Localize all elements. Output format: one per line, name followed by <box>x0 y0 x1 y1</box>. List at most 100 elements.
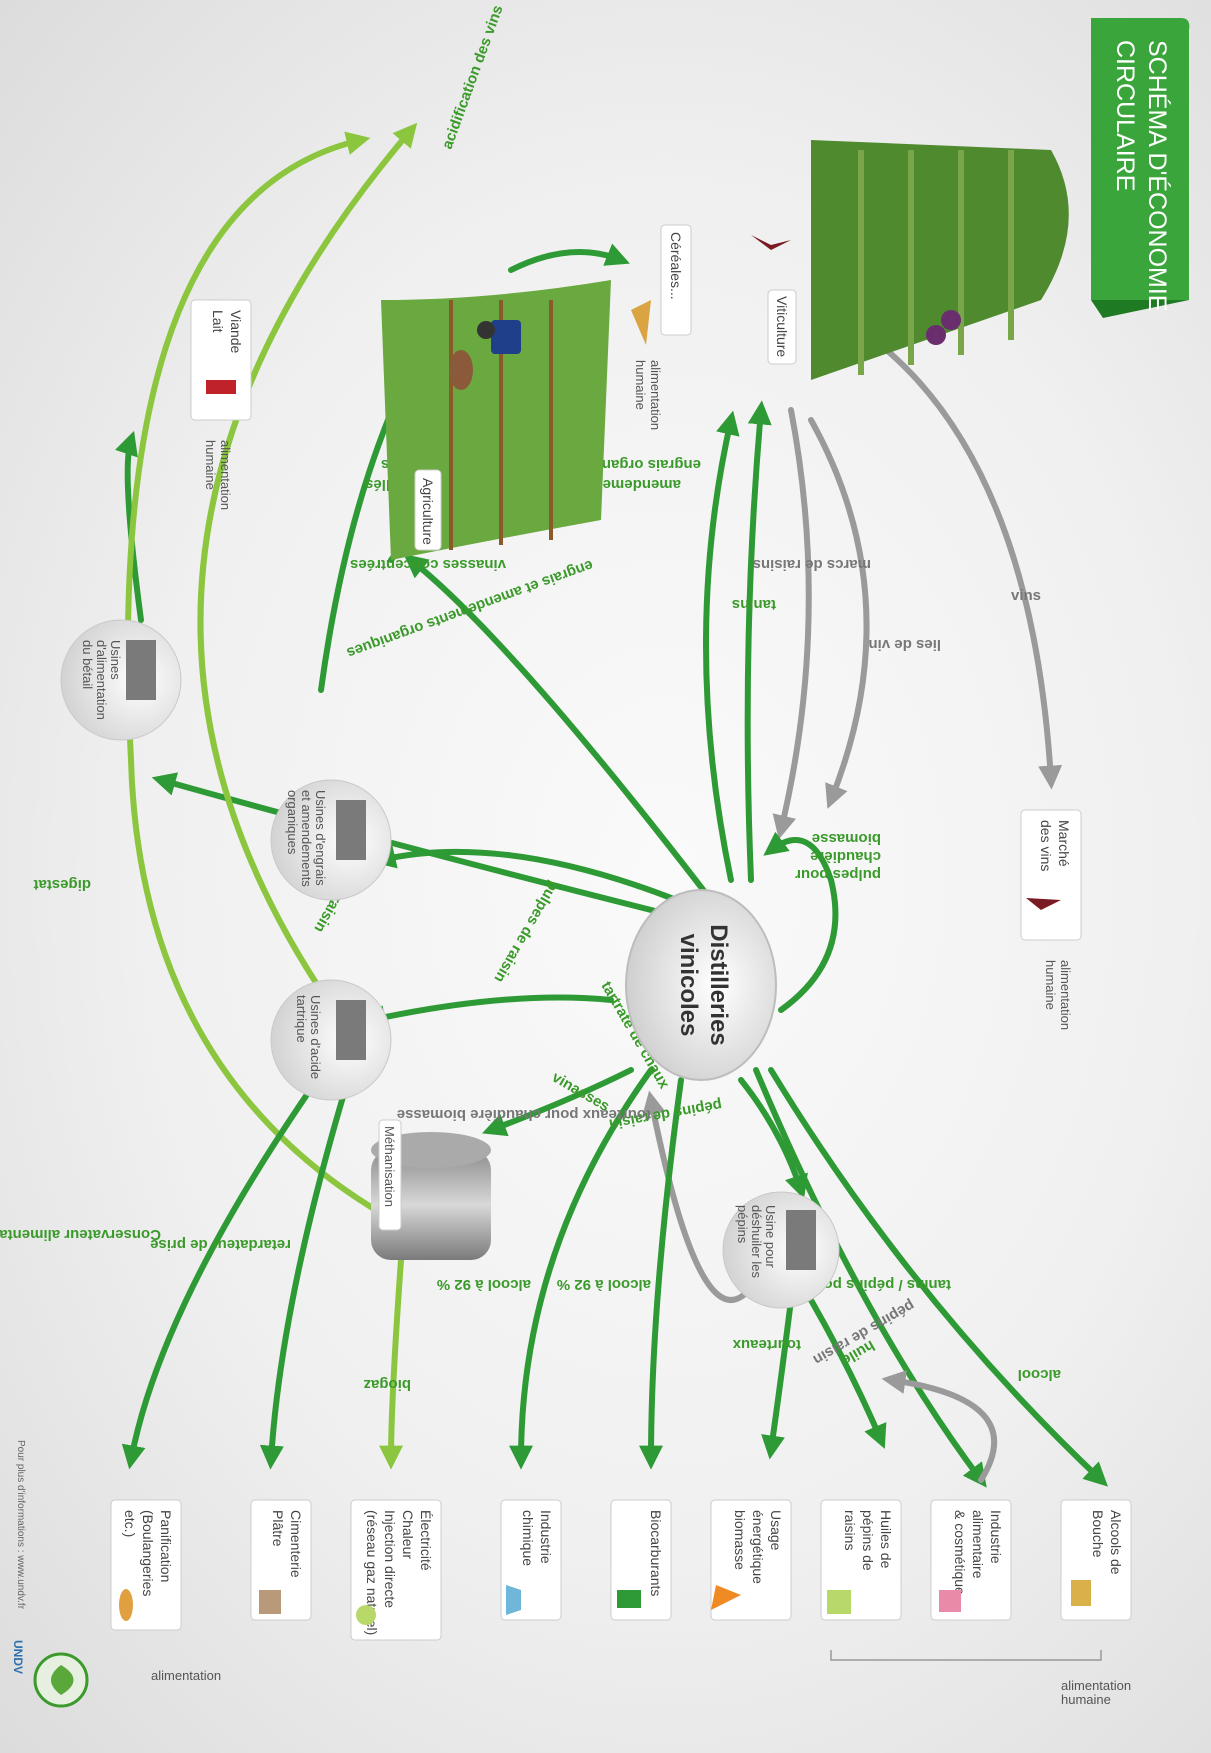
label-biogaz: biogaz <box>364 1376 412 1393</box>
wheat-icon <box>631 300 651 345</box>
output-pani-1: Panification <box>158 1510 174 1582</box>
label-tanins: tanins <box>732 596 776 613</box>
label-alcool92-a: alcool à 92 % <box>557 1276 651 1293</box>
arrow-engrais-vinasses <box>703 410 740 883</box>
arrow-tanins <box>744 400 772 883</box>
arrow-engrais-amendements <box>403 554 714 903</box>
lait-label: Lait <box>210 310 226 333</box>
output-cimenterie-2: Plâtre <box>270 1510 286 1547</box>
output-biocarburants-1: Biocarburants <box>648 1510 664 1596</box>
bread-icon <box>119 1589 133 1621</box>
arrow-agri-cereales <box>508 243 630 273</box>
arrow-alcool92-a <box>639 1077 684 1470</box>
cow-icon <box>449 350 473 390</box>
arrow-retardateur <box>259 1067 354 1470</box>
banner-title-line2: CIRCULAIRE <box>1111 40 1139 191</box>
fuel-pump-icon <box>617 1590 641 1608</box>
arrow-tartrate <box>361 994 614 1029</box>
output-ind-alim-2: alimentaire <box>970 1510 986 1579</box>
output-huiles-2: pépins de <box>860 1510 876 1571</box>
cereales-alim-1: alimentation <box>648 360 663 430</box>
label-pulpes-chaudiere-2: chaudière <box>810 848 881 865</box>
output-energie-3: biomasse <box>732 1510 748 1570</box>
lightbulb-icon <box>356 1605 376 1625</box>
arrow-alcool92-b <box>509 1067 654 1470</box>
output-chimique-2: chimique <box>520 1510 536 1566</box>
arrow-lies <box>808 417 870 809</box>
label-conservateur: Conservateur alimentaire <box>0 1226 161 1243</box>
arrow-tourteaux <box>761 1297 794 1460</box>
usines-acide-2: tartrique <box>294 995 309 1043</box>
logo: UNDV <box>11 1640 89 1708</box>
output-huiles-3: raisins <box>842 1510 858 1550</box>
bracket <box>830 1650 1102 1661</box>
factory-icon <box>336 1000 366 1060</box>
methanisation-node: Méthanisation <box>371 1119 491 1260</box>
footer-info: Pour plus d'informations : www.undv.fr <box>15 1440 26 1610</box>
output-huiles: Huiles de pépins de raisins <box>820 1499 902 1621</box>
arrow-tanins-pepins <box>753 1067 987 1488</box>
label-tourteaux-chaudiere: tourteaux pour chaudière biomasse <box>397 1106 651 1123</box>
arrow-betail-viande <box>115 430 144 623</box>
label-vinasses-concentrees: vinasses concentrées <box>350 556 506 573</box>
viticulture-label: Viticulture <box>774 296 790 357</box>
distilleries-node: Distilleries vinicoles <box>625 889 777 1081</box>
marche-alim-2: humaine <box>1043 960 1058 1010</box>
output-usage-energie: Usage énergétique biomasse <box>710 1499 792 1621</box>
arrow-alcool <box>768 1067 1108 1487</box>
marche-label-2: des vins <box>1038 820 1054 871</box>
title-banner: SCHÉMA D'ÉCONOMIE CIRCULAIRE <box>1091 18 1190 318</box>
usine-pepins-3: pépins <box>735 1205 750 1244</box>
usine-pepins-node: Usine pour déshuiler les pépins <box>722 1191 840 1309</box>
usines-betail-node: Usines d'alimentation du bétail <box>60 619 182 741</box>
output-pani-2: (Boulangeries <box>140 1510 156 1596</box>
label-retardateur: retardateur de prise <box>150 1236 291 1253</box>
usines-engrais-node: Usines d'engrais et amendements organiqu… <box>270 779 392 901</box>
methanisation-label: Méthanisation <box>382 1126 397 1207</box>
viticulture-node: Viticulture <box>751 140 1069 380</box>
center-line2: vinicoles <box>675 934 702 1037</box>
arrow-marcs <box>772 407 812 840</box>
flame-icon <box>711 1585 741 1610</box>
marche-alim-1: alimentation <box>1058 960 1073 1030</box>
label-lies: lies de vin <box>868 636 941 653</box>
meat-icon <box>206 380 236 394</box>
marche-label-1: Marché <box>1056 820 1072 867</box>
output-huiles-1: Huiles de <box>878 1510 894 1569</box>
label-pulpes-chaudiere-3: biomasse <box>812 830 881 847</box>
usines-engrais-2: et amendements <box>299 790 314 887</box>
usines-acide-node: Usines d'acide tartrique <box>270 979 392 1101</box>
usine-pepins-2: déshuiler les <box>749 1205 764 1278</box>
label-acidification: acidification des vins <box>439 3 507 151</box>
bottle-icon <box>1071 1580 1091 1606</box>
factory-icon <box>126 640 156 700</box>
viande-label: Viande <box>228 310 244 354</box>
label-digestat: digestat <box>33 876 91 893</box>
label-pulpes-chaudiere-1: pulpes pour <box>795 866 881 883</box>
viande-alim-2: humaine <box>203 440 218 490</box>
output-cimenterie: Cimenterie Plâtre <box>250 1499 312 1621</box>
usine-pepins-1: Usine pour <box>763 1205 778 1269</box>
output-elec-3: Injection directe <box>382 1510 398 1608</box>
panification-alim: alimentation <box>151 1668 221 1683</box>
outputs-alim-1: alimentation <box>1061 1678 1131 1693</box>
output-alcools-1: Alcools de <box>1108 1510 1124 1575</box>
usines-betail-3: du bétail <box>80 640 95 689</box>
cereales-label: Céréales... <box>668 232 684 300</box>
viande-alim-1: alimentation <box>218 440 233 510</box>
output-energie-1: Usage <box>768 1510 784 1551</box>
factory-icon <box>336 800 366 860</box>
arrow-pepins-raisin-2 <box>881 1370 998 1483</box>
banner-title-line1: SCHÉMA D'ÉCONOMIE <box>1143 40 1172 311</box>
usines-acide-1: Usines d'acide <box>308 995 323 1079</box>
output-industrie-alim: Industrie alimentaire & cosmétique <box>930 1499 1012 1621</box>
usines-engrais-3: organiques <box>285 790 300 855</box>
agriculture-node: Agriculture <box>381 280 611 560</box>
output-elec-4: (réseau gaz naturel) <box>364 1510 380 1635</box>
usines-betail-2: d'alimentation <box>94 640 109 720</box>
arrow-vins <box>858 327 1063 790</box>
output-pani-3: etc.) <box>122 1510 138 1537</box>
usines-betail-1: Usines <box>108 640 123 680</box>
